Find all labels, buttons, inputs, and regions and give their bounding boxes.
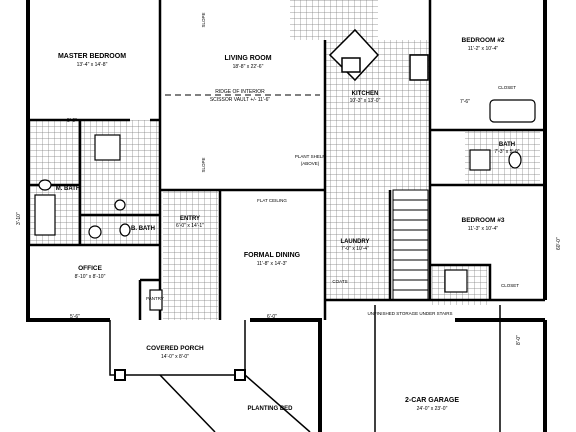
dimension-labels: 5'-0" 7'-6" 5'-6" 6'-0" 60'-0" 8'-0" 3'-…: [16, 99, 562, 345]
laundry-size: 7'-0" x 10'-4": [341, 246, 369, 252]
storage-note: UNFINISHED STORAGE UNDER STAIRS: [367, 311, 452, 316]
bedroom2-size: 11'-2" x 10'-4": [468, 46, 499, 52]
ridge-note-1: RIDGE OF INTERIOR: [215, 89, 265, 95]
coats-label: COATS: [332, 279, 347, 284]
plan-notes: PLANT SHELF (ABOVE) CLOSET CLOSET COATS …: [146, 12, 519, 316]
kitchen-size: 10'-3" x 13'-0": [350, 98, 381, 104]
formal-dining-size: 11'-8" x 14'-3": [257, 261, 288, 267]
fixtures: [34, 99, 536, 311]
kitchen-name: KITCHEN: [352, 91, 379, 97]
plant-shelf-sub: (ABOVE): [301, 161, 320, 166]
m-bath-name: M. BATH: [56, 186, 81, 192]
living-room-size: 18'-8" x 22'-6": [233, 64, 264, 70]
bedroom2-name: BEDROOM #2: [462, 37, 505, 44]
tiled-floor-areas: [30, 0, 540, 320]
office-size: 8'-10" x 8'-10": [75, 274, 106, 280]
dim-7: 3'-10": [16, 212, 22, 225]
stairs: [392, 189, 429, 301]
garage-name: 2-CAR GARAGE: [405, 397, 459, 404]
garage-size: 24'-0" x 23'-0": [417, 406, 448, 412]
kitchen-island: [328, 28, 429, 82]
master-bedroom-name: MASTER BEDROOM: [58, 53, 126, 60]
exterior-walls: [26, 0, 547, 432]
dim-1: 5'-0": [67, 118, 77, 124]
flat-ceiling-note: FLAT CEILING: [257, 198, 287, 203]
slope-note: SLOPE: [201, 12, 206, 27]
planting-bed-label: PLANTING BED: [248, 406, 294, 412]
formal-dining-name: FORMAL DINING: [244, 252, 301, 259]
closet-label-bedroom3: CLOSET: [501, 283, 519, 288]
master-bedroom-size: 13'-4" x 14'-8": [77, 62, 108, 68]
covered-porch-size: 14'-0" x 8'-0": [161, 354, 189, 360]
ridge-note-2: SCISSOR VAULT +/- 11'-6": [210, 97, 271, 103]
laundry-name: LAUNDRY: [340, 239, 369, 245]
bath-size: 7'-3" x 5'-0": [494, 149, 519, 155]
dim-3: 5'-6": [70, 314, 80, 320]
slope-note-2: SLOPE: [201, 157, 206, 172]
bedroom3-size: 11'-3" x 10'-4": [468, 226, 499, 232]
office-name: OFFICE: [78, 265, 102, 272]
room-labels: MASTER BEDROOM 13'-4" x 14'-8" LIVING RO…: [56, 37, 520, 412]
bedroom3-name: BEDROOM #3: [462, 217, 505, 224]
plant-shelf-note: PLANT SHELF: [295, 154, 325, 159]
pantry-label: PANTRY: [146, 296, 164, 301]
dim-4: 6'-0": [267, 314, 277, 320]
closet-label-bedroom2: CLOSET: [498, 85, 516, 90]
dim-5: 60'-0": [556, 237, 562, 250]
living-room-name: LIVING ROOM: [224, 55, 271, 62]
interior-walls: [30, 0, 545, 320]
b-bath-name: B. BATH: [131, 226, 155, 232]
entry-size: 6'-0" x 14'-1": [176, 223, 204, 229]
porch-outline: [109, 305, 501, 432]
dim-2: 7'-6": [460, 99, 470, 105]
bath-name: BATH: [499, 142, 515, 148]
covered-porch-name: COVERED PORCH: [146, 345, 204, 352]
entry-name: ENTRY: [180, 216, 200, 222]
dim-6: 8'-0": [516, 335, 522, 345]
